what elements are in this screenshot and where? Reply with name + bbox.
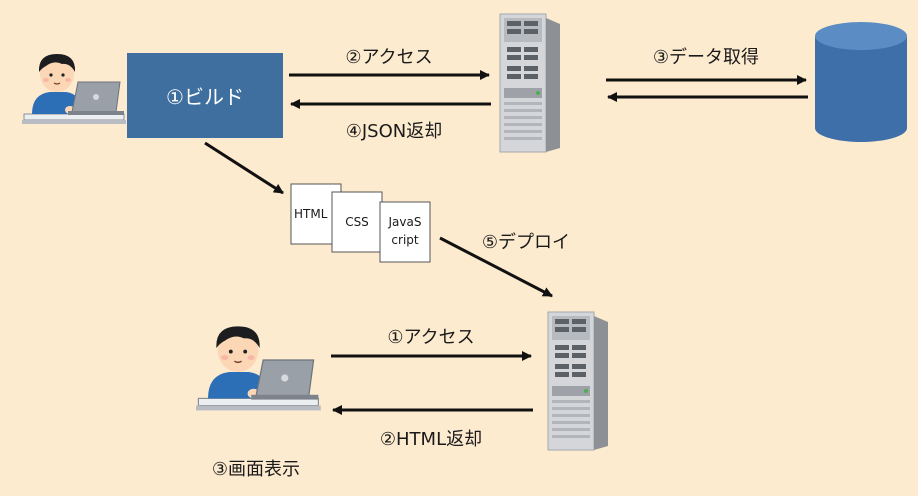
deploy-arrow [439,236,553,298]
html-file-label: HTML [294,207,328,221]
web-server-icon [547,311,609,451]
data-fetch-label: ③データ取得 [653,47,759,68]
deploy-label: ⑤デプロイ [482,232,570,253]
js-file-label-line1: JavaS [388,215,422,229]
js-file-label-line2: cript [391,233,418,247]
access-label: ②アクセス [345,47,432,68]
css-file-label: CSS [345,215,369,229]
api-server-icon [499,13,561,153]
database-icon [815,22,907,142]
user-icon [195,325,322,412]
html-return-label: ②HTML返却 [380,429,482,450]
user-access-label: ①アクセス [387,327,474,348]
build-box [127,53,283,138]
build-box-label: ①ビルド [166,85,244,109]
css-file-icon [331,191,383,253]
developer-icon [21,53,127,125]
json-return-label: ④JSON返却 [346,121,443,142]
build-output-arrow [204,141,284,195]
js-file-icon [379,201,431,263]
display-label: ③画面表示 [212,459,300,480]
